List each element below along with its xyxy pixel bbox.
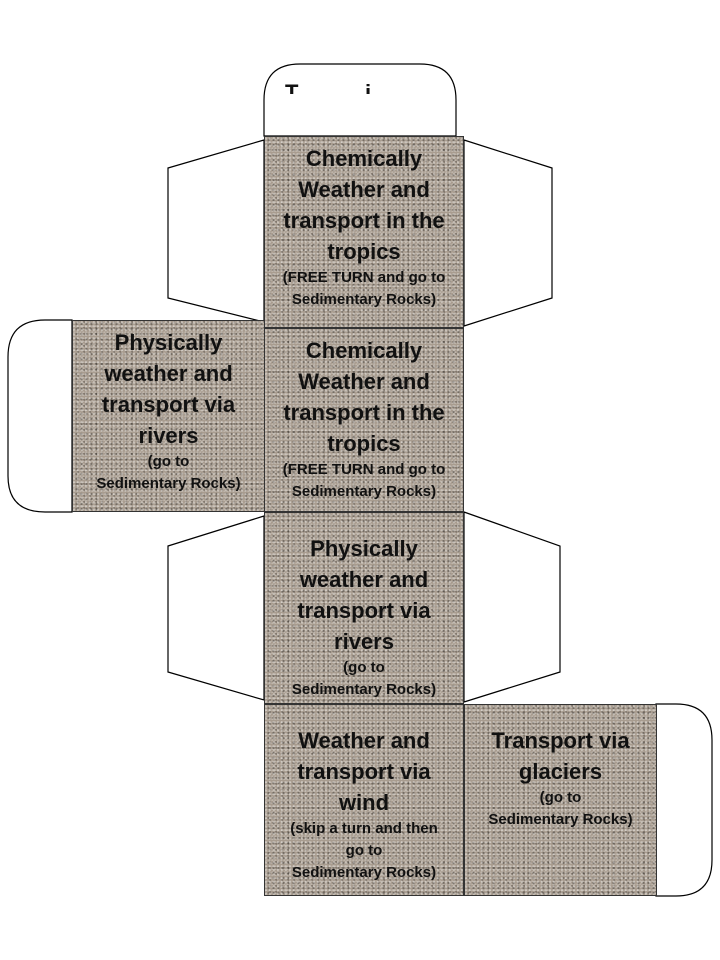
top-tab-heading-dot: i bbox=[365, 82, 371, 94]
face-title-line: Physically bbox=[114, 330, 223, 355]
face-bottom-right: Transport via glaciers (go to Sedimentar… bbox=[464, 704, 657, 896]
face-note-line: (go to bbox=[147, 453, 190, 470]
face-note-line: Sedimentary Rocks) bbox=[291, 483, 437, 500]
face-note-line: (skip a turn and then bbox=[290, 820, 438, 837]
face-title-line: transport via bbox=[297, 759, 431, 784]
face-title-line: rivers bbox=[138, 423, 199, 448]
face-title-line: weather and bbox=[104, 361, 233, 386]
top-tab-heading: T i bbox=[285, 82, 375, 94]
face-title-line: glaciers bbox=[518, 759, 603, 784]
top-tab-heading-text: T bbox=[285, 82, 298, 94]
face-title-line: Weather and bbox=[298, 728, 430, 753]
face-title-line: Chemically bbox=[305, 146, 423, 171]
upper-right-flap bbox=[463, 139, 553, 327]
face-title-line: Weather and bbox=[298, 177, 430, 202]
face-title-line: weather and bbox=[299, 567, 429, 592]
face-title-line: Transport via bbox=[491, 728, 630, 753]
face-title-line: rivers bbox=[334, 629, 394, 654]
upper-left-flap bbox=[167, 139, 265, 323]
face-title-line: tropics bbox=[327, 239, 401, 264]
face-title-line: transport via bbox=[297, 598, 431, 623]
face-title-line: transport in the bbox=[283, 208, 445, 233]
face-note-line: Sedimentary Rocks) bbox=[291, 864, 437, 881]
face-note-line: go to bbox=[345, 842, 383, 859]
face-note-line: Sedimentary Rocks) bbox=[291, 291, 437, 308]
face-note-line: Sedimentary Rocks) bbox=[96, 475, 241, 492]
face-left: Physically weather and transport via riv… bbox=[72, 320, 265, 512]
face-top: Chemically Weather and transport in the … bbox=[264, 136, 464, 328]
face-title-line: Weather and bbox=[298, 369, 430, 394]
face-title-line: wind bbox=[338, 790, 390, 815]
face-title-line: transport via bbox=[101, 392, 236, 417]
face-title-line: tropics bbox=[327, 431, 401, 456]
face-note-line: (FREE TURN and go to bbox=[282, 269, 446, 286]
face-note-line: Sedimentary Rocks) bbox=[291, 681, 437, 698]
face-bottom: Weather and transport via wind (skip a t… bbox=[264, 704, 464, 896]
lower-left-flap bbox=[167, 515, 265, 701]
face-title-line: Physically bbox=[310, 536, 418, 561]
face-note-line: (go to bbox=[539, 789, 582, 806]
face-lower-middle: Physically weather and transport via riv… bbox=[264, 512, 464, 704]
face-center: Chemically Weather and transport in the … bbox=[264, 328, 464, 512]
top-glue-tab bbox=[263, 63, 457, 137]
face-title-line: Chemically bbox=[305, 338, 423, 363]
face-note-line: (go to bbox=[343, 659, 385, 676]
right-glue-tab bbox=[655, 703, 713, 897]
face-note-line: Sedimentary Rocks) bbox=[488, 811, 633, 828]
lower-right-flap bbox=[463, 511, 561, 703]
face-note-line: (FREE TURN and go to bbox=[282, 461, 446, 478]
face-title-line: transport in the bbox=[283, 400, 445, 425]
left-glue-tab bbox=[7, 319, 73, 513]
